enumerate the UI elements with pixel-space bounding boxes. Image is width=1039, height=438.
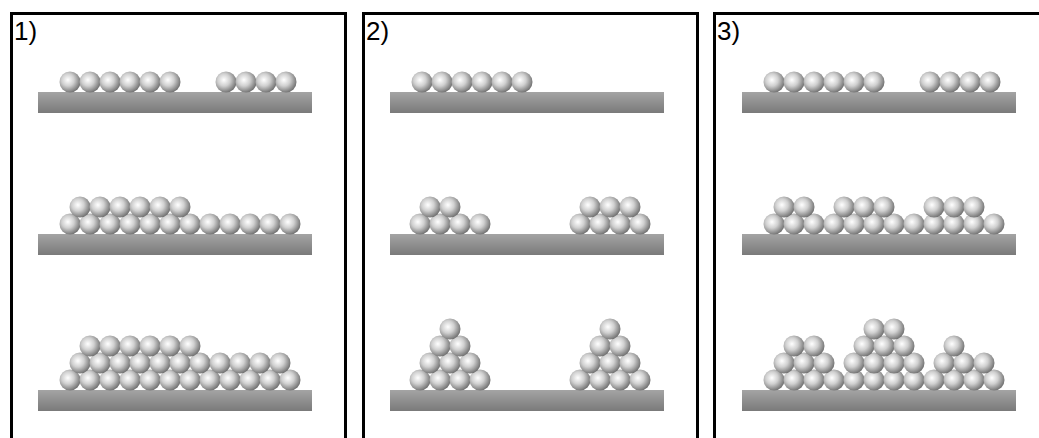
atom bbox=[924, 197, 945, 218]
atom bbox=[180, 336, 201, 357]
substrate bbox=[38, 92, 312, 113]
atom bbox=[824, 72, 845, 93]
substrate bbox=[742, 234, 1016, 255]
atom bbox=[80, 336, 101, 357]
atom bbox=[140, 336, 161, 357]
stage-panel: 2) bbox=[362, 12, 699, 438]
atom bbox=[794, 197, 815, 218]
stage-panel: 1) bbox=[10, 12, 347, 438]
atom bbox=[774, 197, 795, 218]
substrate bbox=[390, 390, 664, 411]
substrate bbox=[742, 92, 1016, 113]
panel-number: 3) bbox=[717, 17, 740, 45]
atom bbox=[210, 353, 231, 374]
atom bbox=[100, 72, 121, 93]
atom bbox=[874, 197, 895, 218]
atom bbox=[512, 72, 533, 93]
atom bbox=[236, 72, 257, 93]
atom bbox=[120, 336, 141, 357]
atom bbox=[130, 197, 151, 218]
atom bbox=[200, 214, 221, 235]
atom bbox=[470, 214, 491, 235]
atom bbox=[904, 214, 925, 235]
atom bbox=[764, 72, 785, 93]
atom bbox=[620, 197, 641, 218]
atom bbox=[60, 72, 81, 93]
atom bbox=[160, 72, 181, 93]
atom bbox=[250, 353, 271, 374]
atom bbox=[240, 214, 261, 235]
atom bbox=[440, 319, 461, 340]
atom bbox=[600, 197, 621, 218]
atom bbox=[280, 214, 301, 235]
panel-number: 2) bbox=[366, 17, 389, 45]
panel-number: 1) bbox=[14, 17, 37, 45]
atom bbox=[864, 72, 885, 93]
atom bbox=[854, 197, 875, 218]
atom bbox=[864, 319, 885, 340]
atom bbox=[804, 336, 825, 357]
atom bbox=[884, 319, 905, 340]
atom bbox=[580, 197, 601, 218]
atom bbox=[80, 72, 101, 93]
atom bbox=[412, 72, 433, 93]
atom bbox=[70, 197, 91, 218]
atom bbox=[90, 197, 111, 218]
atom bbox=[492, 72, 513, 93]
atom bbox=[440, 197, 461, 218]
atom bbox=[230, 353, 251, 374]
atom bbox=[260, 214, 281, 235]
atom bbox=[120, 72, 141, 93]
atom bbox=[844, 72, 865, 93]
substrate bbox=[742, 390, 1016, 411]
atom bbox=[472, 72, 493, 93]
substrate bbox=[390, 92, 664, 113]
atom bbox=[940, 72, 961, 93]
atom bbox=[452, 72, 473, 93]
atom bbox=[944, 197, 965, 218]
atom bbox=[944, 336, 965, 357]
stage-panel: 3) bbox=[713, 12, 1039, 438]
atom bbox=[784, 336, 805, 357]
atom bbox=[256, 72, 277, 93]
atom bbox=[270, 353, 291, 374]
atom bbox=[964, 197, 985, 218]
atom bbox=[600, 319, 621, 340]
atom bbox=[216, 72, 237, 93]
atom bbox=[974, 353, 995, 374]
atom bbox=[220, 214, 241, 235]
atom bbox=[100, 336, 121, 357]
atom bbox=[140, 72, 161, 93]
atom bbox=[170, 197, 191, 218]
substrate bbox=[390, 234, 664, 255]
atom bbox=[784, 72, 805, 93]
atom bbox=[160, 336, 181, 357]
atom bbox=[432, 72, 453, 93]
atom bbox=[834, 197, 855, 218]
atom bbox=[110, 197, 131, 218]
atom bbox=[920, 72, 941, 93]
atom bbox=[960, 72, 981, 93]
atom bbox=[150, 197, 171, 218]
atom bbox=[984, 214, 1005, 235]
substrate bbox=[38, 390, 312, 411]
atom bbox=[804, 72, 825, 93]
substrate bbox=[38, 234, 312, 255]
atom bbox=[980, 72, 1001, 93]
atom bbox=[420, 197, 441, 218]
atom bbox=[276, 72, 297, 93]
